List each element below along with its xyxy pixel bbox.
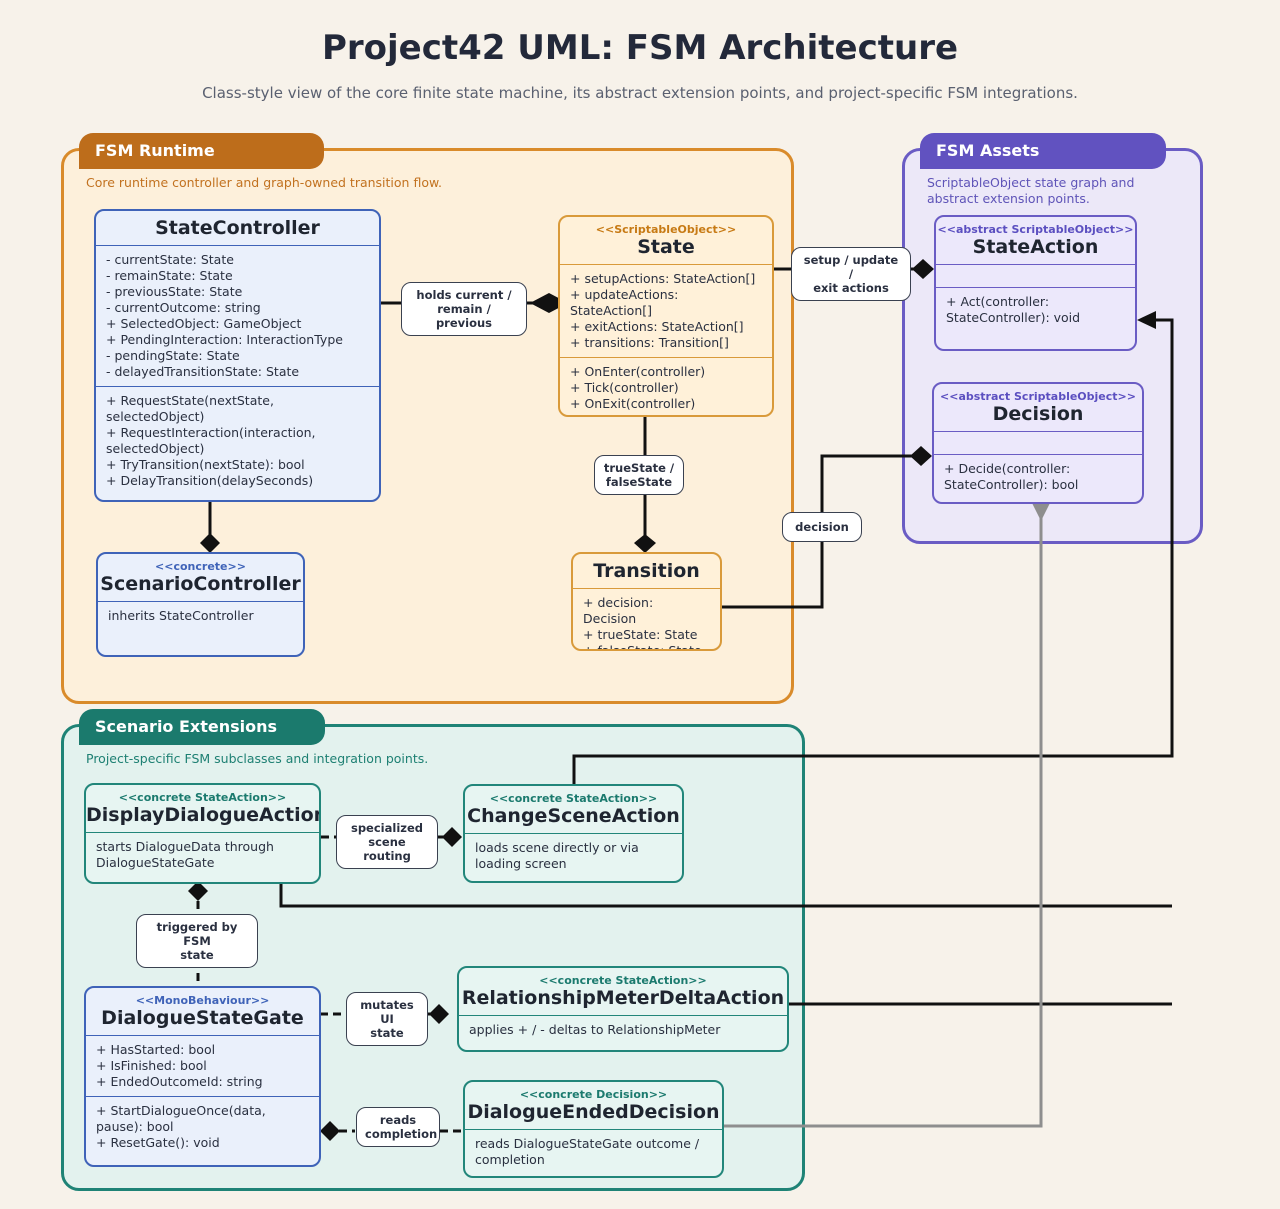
class-attributes: + setupActions: StateAction[] + updateAc… bbox=[570, 271, 756, 350]
class-stereotype: <<MonoBehaviour>> bbox=[135, 994, 270, 1007]
group-fsm-assets-tab: FSM Assets bbox=[920, 133, 1166, 169]
class-change-scene-action[interactable]: <<concrete StateAction>> ChangeSceneActi… bbox=[463, 784, 684, 883]
class-state-controller[interactable]: StateController - currentState: State - … bbox=[94, 209, 381, 502]
line-endeddecision-decision bbox=[723, 518, 1043, 1128]
class-body: reads DialogueStateGate outcome / comple… bbox=[475, 1136, 700, 1167]
class-name: StateController bbox=[155, 217, 320, 239]
class-state-action[interactable]: <<abstract ScriptableObject>> StateActio… bbox=[934, 215, 1137, 351]
class-body: applies + / - deltas to RelationshipMete… bbox=[469, 1022, 721, 1037]
class-methods: + StartDialogueOnce(data, pause): bool +… bbox=[86, 1096, 319, 1157]
arrow-stateaction bbox=[1137, 311, 1156, 329]
page-subtitle: Class-style view of the core finite stat… bbox=[202, 84, 1078, 102]
class-attributes: + HasStarted: bool + IsFinished: bool + … bbox=[96, 1042, 263, 1089]
relation-label-reads: reads completion bbox=[356, 1107, 440, 1147]
class-name: State bbox=[637, 236, 695, 258]
class-name: Transition bbox=[593, 560, 700, 582]
relation-label-triggered: triggered by FSM state bbox=[136, 914, 258, 968]
class-empty-section bbox=[934, 432, 1142, 455]
class-body: inherits StateController bbox=[108, 608, 254, 623]
class-dialogue-state-gate[interactable]: <<MonoBehaviour>> DialogueStateGate + Ha… bbox=[84, 986, 321, 1167]
class-body: loads scene directly or via loading scre… bbox=[475, 840, 639, 871]
class-name: DialogueEndedDecision bbox=[467, 1101, 720, 1123]
class-transition[interactable]: Transition + decision: Decision + trueSt… bbox=[571, 552, 722, 651]
relation-label-true-false: trueState / falseState bbox=[594, 455, 684, 495]
class-stereotype: <<abstract ScriptableObject>> bbox=[940, 390, 1136, 403]
class-dialogue-ended-decision[interactable]: <<concrete Decision>> DialogueEndedDecis… bbox=[463, 1080, 724, 1178]
diamond-reads bbox=[320, 1121, 340, 1141]
relation-label-mutates: mutates UI state bbox=[346, 992, 428, 1046]
diamond-actions bbox=[912, 259, 934, 279]
class-empty-section bbox=[936, 265, 1135, 288]
class-attributes: + decision: Decision + trueState: State … bbox=[583, 595, 702, 651]
class-name: ChangeSceneAction bbox=[467, 805, 680, 827]
relation-label-specialized: specialized scene routing bbox=[336, 815, 438, 869]
group-scenario-extensions-desc: Project-specific FSM subclasses and inte… bbox=[86, 751, 429, 766]
arrow-decision bbox=[1032, 503, 1050, 521]
diamond-scenario bbox=[200, 533, 220, 553]
class-state[interactable]: <<ScriptableObject>> State + setupAction… bbox=[558, 215, 774, 417]
group-fsm-runtime-desc: Core runtime controller and graph-owned … bbox=[86, 175, 443, 190]
class-decision[interactable]: <<abstract ScriptableObject>> Decision +… bbox=[932, 382, 1144, 504]
class-methods: + Act(controller: StateController): void bbox=[946, 294, 1081, 325]
class-name: StateAction bbox=[972, 236, 1099, 258]
class-name: DisplayDialogueAction bbox=[86, 804, 321, 826]
class-stereotype: <<abstract ScriptableObject>> bbox=[937, 223, 1134, 236]
group-scenario-extensions-tab: Scenario Extensions bbox=[79, 709, 325, 745]
class-methods: + Decide(controller: StateController): b… bbox=[944, 461, 1079, 492]
class-name: ScenarioController bbox=[100, 573, 301, 595]
class-body: starts DialogueData through DialogueStat… bbox=[96, 839, 274, 870]
relation-label-actions: setup / update / exit actions bbox=[791, 247, 911, 301]
page-title: Project42 UML: FSM Architecture bbox=[321, 28, 959, 68]
relation-label-holds: holds current / remain / previous bbox=[401, 282, 527, 336]
class-stereotype: <<concrete StateAction>> bbox=[489, 792, 658, 805]
class-scenario-controller[interactable]: <<concrete>> ScenarioController inherits… bbox=[96, 552, 305, 657]
class-methods: + OnEnter(controller) + Tick(controller)… bbox=[560, 357, 772, 415]
class-attributes: - currentState: State - remainState: Sta… bbox=[106, 252, 343, 379]
relation-label-decision: decision bbox=[782, 512, 862, 542]
diamond-triggered bbox=[188, 881, 208, 901]
class-name: RelationshipMeterDeltaAction bbox=[461, 987, 785, 1009]
diamond-specialized bbox=[442, 827, 462, 847]
class-stereotype: <<concrete StateAction>> bbox=[539, 974, 707, 987]
diamond-mutates bbox=[429, 1004, 449, 1024]
line-displaydialogue-stateaction bbox=[279, 883, 1172, 908]
class-display-dialogue-action[interactable]: <<concrete StateAction>> DisplayDialogue… bbox=[84, 783, 321, 884]
line-changescene-stateaction bbox=[572, 318, 1174, 785]
class-name: Decision bbox=[992, 403, 1084, 425]
class-stereotype: <<concrete StateAction>> bbox=[118, 791, 287, 804]
diamond-decision bbox=[910, 446, 932, 466]
class-name: DialogueStateGate bbox=[101, 1007, 304, 1029]
group-fsm-runtime-tab: FSM Runtime bbox=[79, 133, 324, 169]
group-fsm-assets-desc: ScriptableObject state graph and abstrac… bbox=[927, 175, 1135, 206]
class-methods: + RequestState(nextState, selectedObject… bbox=[96, 386, 379, 495]
class-stereotype: <<concrete Decision>> bbox=[519, 1088, 668, 1101]
diamond-transition bbox=[634, 534, 656, 553]
class-stereotype: <<ScriptableObject>> bbox=[595, 223, 737, 236]
class-stereotype: <<concrete>> bbox=[155, 560, 246, 573]
class-relationship-meter-delta-action[interactable]: <<concrete StateAction>> RelationshipMet… bbox=[457, 966, 789, 1052]
